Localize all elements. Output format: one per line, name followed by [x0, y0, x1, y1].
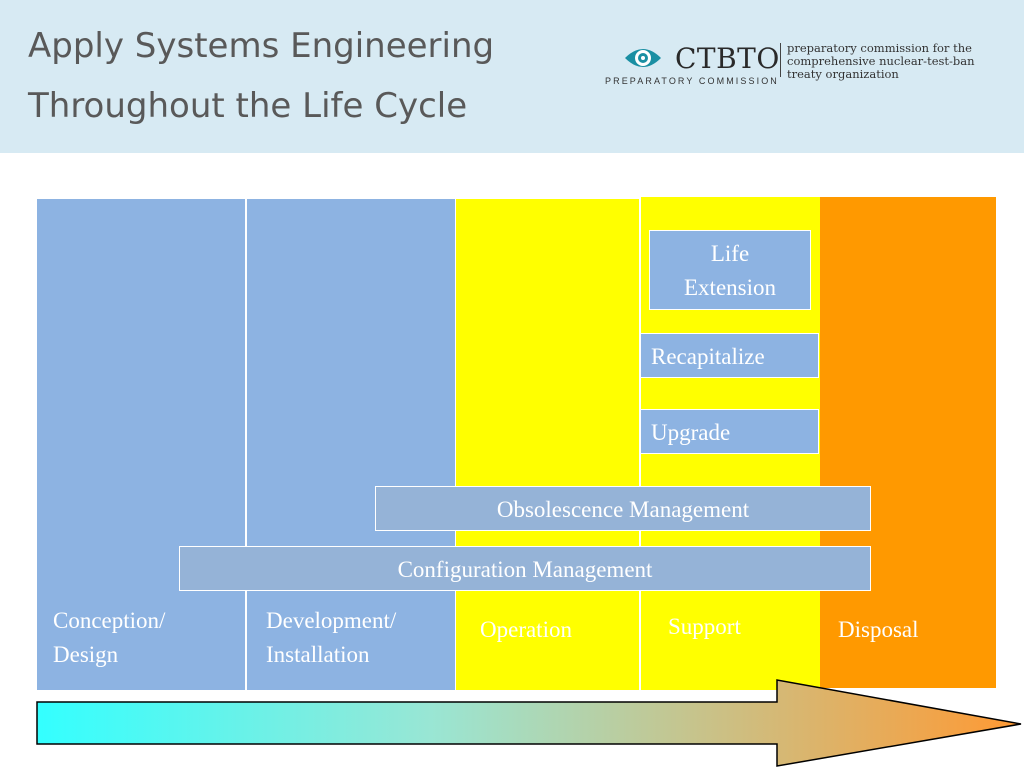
logo-separator: [780, 43, 781, 77]
conception-label: Conception/ Design: [53, 604, 165, 672]
life-extension-box: Life Extension: [649, 230, 811, 310]
phase-disposal: [820, 197, 996, 688]
development-line-2: Installation: [266, 642, 370, 667]
support-label: Support: [668, 614, 741, 639]
life-extension-line-1: Life: [710, 241, 750, 266]
logo-desc-line-3: treaty organization: [787, 67, 899, 81]
life-cycle-arrow: [36, 679, 1022, 767]
obsolescence-management-bar: Obsolescence Management: [375, 486, 871, 531]
phase-conception: [37, 199, 245, 690]
recapitalize-box: Recapitalize: [640, 333, 819, 378]
development-line-1: Development/: [266, 608, 397, 633]
slide-title: Apply Systems Engineering Throughout the…: [28, 16, 494, 136]
operation-label: Operation: [480, 617, 572, 642]
configuration-management-bar: Configuration Management: [179, 546, 871, 591]
phase-operation: [456, 199, 640, 690]
development-label: Development/ Installation: [266, 604, 396, 672]
title-line-2: Throughout the Life Cycle: [28, 86, 468, 126]
arrow-shape: [36, 679, 1022, 767]
title-line-1: Apply Systems Engineering: [28, 26, 495, 66]
phase-development: [247, 199, 455, 690]
conception-line-2: Design: [53, 642, 119, 667]
upgrade-box: Upgrade: [640, 409, 819, 454]
logo-description: preparatory commission for the comprehen…: [787, 42, 975, 81]
conception-line-1: Conception/: [53, 608, 166, 633]
disposal-label: Disposal: [838, 617, 919, 642]
ctbto-logo: CTBTO preparatory commission for the com…: [605, 40, 985, 90]
logo-subtitle: PREPARATORY COMMISSION: [605, 76, 779, 86]
eye-emblem-icon: [625, 49, 661, 67]
header-band: Apply Systems Engineering Throughout the…: [0, 0, 1024, 153]
life-extension-line-2: Extension: [684, 275, 776, 300]
logo-desc-line-2: comprehensive nuclear-test-ban: [787, 54, 975, 68]
logo-desc-line-1: preparatory commission for the: [787, 41, 972, 55]
logo-name: CTBTO: [675, 42, 780, 75]
divider-line: [245, 199, 247, 690]
